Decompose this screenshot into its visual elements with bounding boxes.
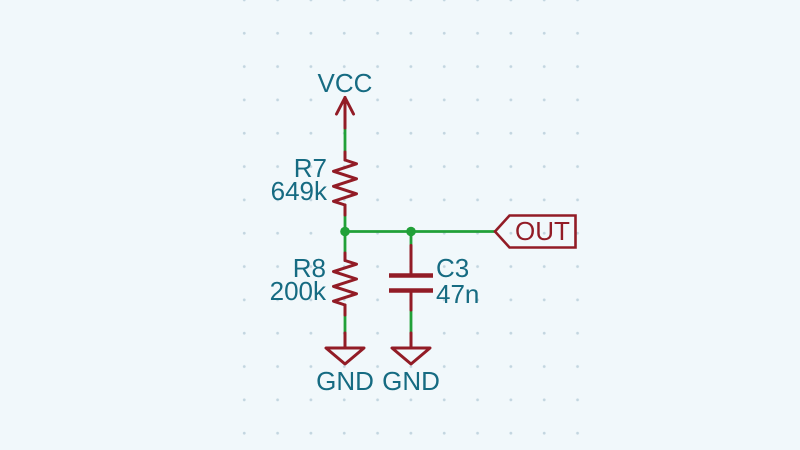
r8-reference: R8: [293, 253, 326, 283]
gnd-right-triangle-icon: [390, 346, 432, 366]
power-symbol-gnd-right[interactable]: GND: [382, 331, 440, 396]
capacitor-c3[interactable]: C3 47n: [389, 244, 479, 312]
global-label-out[interactable]: OUT: [493, 214, 577, 249]
resistor-r7[interactable]: R7 649k: [271, 150, 358, 217]
r8-zigzag-icon: [332, 259, 358, 307]
r7-reference: R7: [294, 153, 327, 183]
c3-value: 47n: [436, 279, 479, 309]
r8-value: 200k: [270, 276, 327, 306]
resistor-r8[interactable]: R8 200k: [270, 251, 358, 317]
grid-dots: [225, 0, 603, 450]
gnd-right-label: GND: [382, 366, 440, 396]
power-symbol-gnd-left[interactable]: GND: [316, 331, 374, 396]
wire-junction[interactable]: [406, 226, 416, 237]
r7-value: 649k: [271, 176, 328, 206]
gnd-left-triangle-icon: [324, 346, 366, 366]
r7-zigzag-icon: [332, 158, 358, 207]
gnd-left-label: GND: [316, 366, 374, 396]
global-label-outline-icon: [493, 214, 577, 249]
vcc-label: VCC: [318, 68, 373, 98]
vcc-arrow-icon: [335, 96, 355, 116]
wire-junction[interactable]: [340, 226, 350, 237]
c3-reference: C3: [436, 253, 469, 283]
power-symbol-vcc[interactable]: VCC: [318, 68, 373, 130]
out-label-text: OUT: [515, 216, 570, 246]
c3-plates-icon: [389, 273, 433, 293]
